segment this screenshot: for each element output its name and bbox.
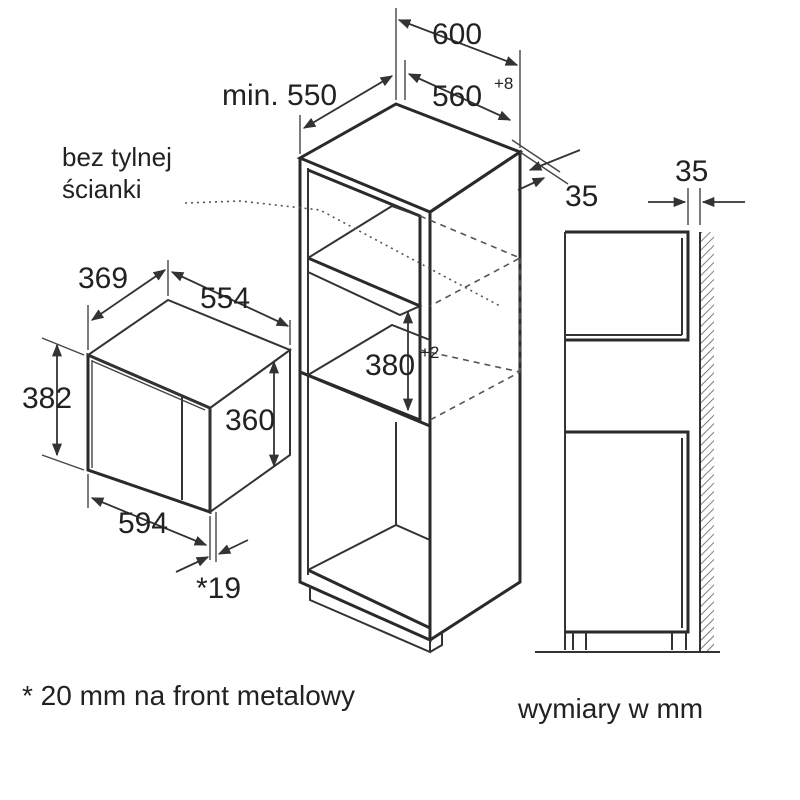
dim-380-label: 380: [365, 349, 415, 382]
dim-min-550-label: min. 550: [222, 79, 337, 112]
cabinet-top: [296, 102, 524, 214]
wall-hatch: [700, 232, 714, 652]
dim-360-label: 360: [225, 404, 275, 437]
no-back-wall-label-line1: bez tylnej: [62, 142, 172, 172]
units-note: wymiary w mm: [517, 693, 703, 724]
no-back-wall-label-line2: ścianki: [62, 174, 141, 204]
dim-35-wall-label: 35: [675, 155, 708, 188]
oven-top: [85, 298, 293, 410]
dim-369-label: 369: [78, 262, 128, 295]
cabinet-dimension-lines: [299, 8, 581, 412]
oven-side: [209, 348, 291, 514]
tall-cabinet-drawing: [184, 102, 524, 654]
side-view-drawing: [535, 188, 745, 653]
dim-554-label: 554: [200, 282, 250, 315]
oven-dimension-lines: [41, 260, 291, 573]
dim-560-label: 560: [432, 80, 482, 113]
dim-382-label: 382: [22, 382, 72, 415]
metal-front-note: * 20 mm na front metalowy: [22, 680, 355, 711]
dim-594-label: 594: [118, 507, 168, 540]
dim-19-label: *19: [196, 572, 241, 605]
dim-35-right-label: 35: [565, 180, 598, 213]
oven-front: [86, 352, 212, 515]
dim-560-tolerance: +8: [494, 74, 513, 93]
dim-600-label: 600: [432, 18, 482, 51]
dim-380-tolerance: +2: [420, 343, 439, 362]
